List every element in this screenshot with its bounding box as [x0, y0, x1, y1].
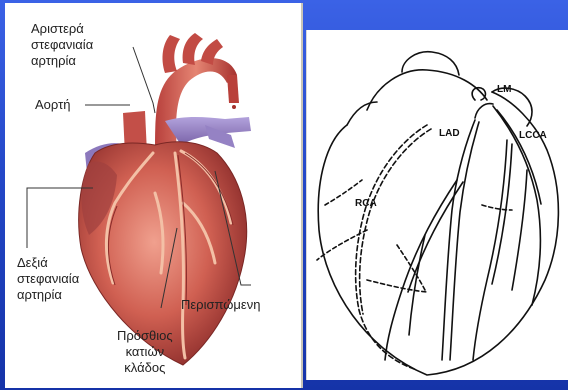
diagonal-branch-1 — [385, 180, 457, 360]
coronary-line-diagram — [307, 30, 568, 380]
label-lad: LAD — [439, 128, 460, 139]
left-main-artery — [475, 104, 493, 118]
label-lcca: LCCA — [519, 130, 547, 141]
marginal-branch-2 — [512, 170, 527, 290]
label-rca: RCA — [355, 198, 377, 209]
label-aorta: Αορτή — [35, 97, 70, 113]
label-anterior-descending: Πρόσθιος κατιών κλάδος — [117, 328, 173, 376]
coronary-diagram-panel: LM LAD LCCA RCA — [306, 30, 568, 380]
great-vessels-outline — [367, 70, 487, 110]
label-right-coronary-artery: Δεξιά στεφανιαία αρτηρία — [17, 255, 79, 303]
label-circumflex: Περισπώμενη — [181, 297, 260, 313]
heart-illustration-panel: Αριστερά στεφανιαία αρτηρία Αορτή Δεξιά … — [5, 3, 303, 388]
marginal-branch-1 — [473, 140, 507, 360]
label-left-coronary-artery: Αριστερά στεφανιαία αρτηρία — [31, 21, 93, 69]
label-lm: LM — [497, 84, 511, 95]
